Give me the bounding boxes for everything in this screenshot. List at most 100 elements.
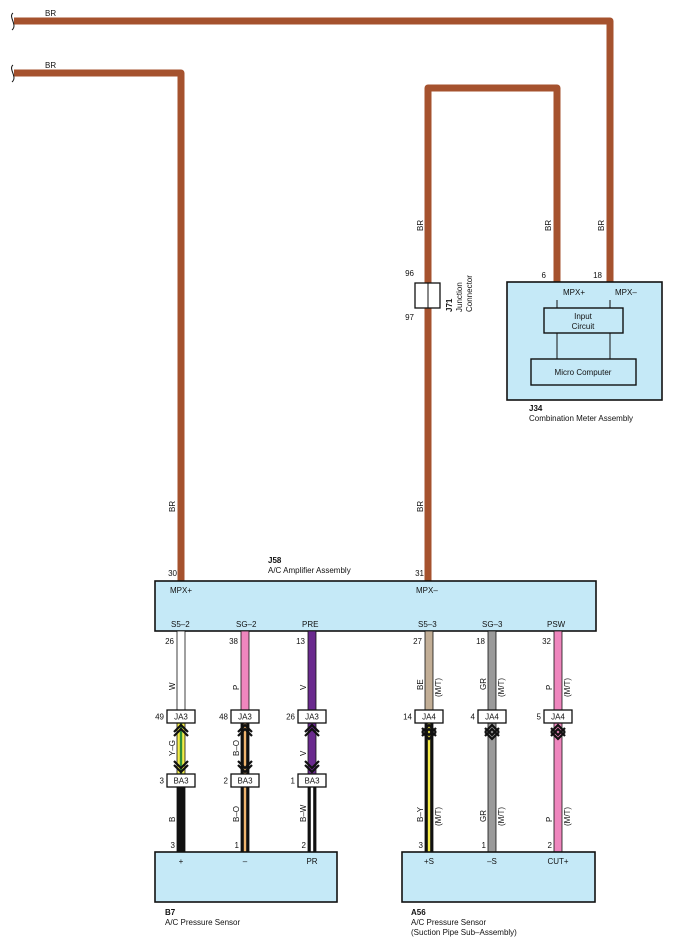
a56-name-1: A/C Pressure Sensor (411, 918, 486, 927)
j34-terminal-mpx-minus: MPX– (615, 288, 637, 297)
j34-combination-meter: 6 18 MPX+ MPX– Input Circuit Micro Compu… (506, 271, 663, 423)
j58-box (154, 580, 597, 632)
connector-ja-4: JA4 (477, 709, 507, 724)
br-wire-group (14, 17, 614, 581)
j58-terminal-2: PRE (302, 620, 318, 629)
connector-ba-0: BA3 (166, 773, 196, 788)
connector-ja-3-label: JA4 (422, 713, 436, 722)
wire-ja-ba-chevrons-0-chevron-1 (173, 727, 189, 737)
wire-color-low-4: GR (479, 810, 488, 822)
wire-label-top: BR (45, 9, 56, 18)
wire-ba-b7-1-stripe (243, 787, 247, 852)
wire-ja-ba-chevrons-1-chevron-2 (237, 764, 253, 774)
wire-j58-ja-2 (307, 630, 317, 711)
b7-terminal-0: + (179, 857, 184, 866)
connector-ja-2: JA3 (297, 709, 327, 724)
wire-j58-ja-1 (240, 630, 250, 711)
wire-ja-ba-chevrons-1 (237, 723, 253, 774)
wire-ja-a56-chevrons-5 (550, 723, 566, 741)
br-wire-loop (424, 84, 561, 581)
wire-j58-ja-5 (553, 630, 563, 711)
j71-pin-bottom: 97 (405, 313, 414, 322)
a56-pressure-sensor: A56 A/C Pressure Sensor (Suction Pipe Su… (401, 851, 596, 937)
connector-ja-0: JA3 (166, 709, 196, 724)
connector-ba-pin-1: 2 (224, 777, 229, 786)
wire-ja-ba-chevrons-2-chevron-2 (304, 764, 320, 774)
wire-note-low-3: (M/T) (434, 807, 443, 826)
wire-label-second: BR (45, 61, 56, 70)
j34-terminal-mpx-plus: MPX+ (563, 288, 585, 297)
b7-code: B7 (165, 908, 176, 917)
sensor-pin-2: 2 (302, 841, 307, 850)
j58-pin-0: 26 (165, 637, 174, 646)
j58-pin-31: 31 (415, 569, 424, 578)
wire-note-j58-5: (M/T) (563, 678, 572, 697)
wire-ja-a56-3-stripe (427, 723, 431, 852)
wire-ja-ba-chevrons-2-chevron-3 (304, 760, 320, 770)
sensor-pin-1: 1 (235, 841, 240, 850)
wire-break-mark-second (11, 64, 15, 83)
wire-ja-a56-5-core (553, 722, 563, 853)
wire-color-j58-4: GR (479, 678, 488, 690)
wire-note-low-5: (M/T) (563, 807, 572, 826)
connector-ja-1-box (230, 709, 260, 724)
wire-ja-a56-chevrons-3-chevron-2 (421, 731, 437, 741)
wire-ja-a56-chevrons-4-chevron-3 (484, 727, 500, 737)
connector-ja-0-label: JA3 (174, 713, 188, 722)
wire-color-j58-5: P (545, 685, 554, 690)
a56-terminal-2: CUT+ (547, 857, 568, 866)
j58-terminal-1: SG–2 (236, 620, 257, 629)
j58-pin-1: 38 (229, 637, 238, 646)
wire-ja-ba-chevrons-2-chevron-1 (304, 727, 320, 737)
sensor-pin-3: 3 (419, 841, 424, 850)
wire-ba-b7-2 (307, 786, 317, 853)
input-circuit-label-2: Circuit (572, 322, 595, 331)
connector-ja-pin-3: 14 (403, 713, 412, 722)
connector-ba-2: BA3 (297, 773, 327, 788)
wire-ja-a56-3 (424, 722, 434, 853)
j71-name-1: Junction (455, 282, 464, 312)
b7-pressure-sensor: B7 A/C Pressure Sensor (154, 851, 338, 927)
j58-pin-5: 32 (542, 637, 551, 646)
wire-label-j58-pin30: BR (168, 501, 177, 512)
j58-code: J58 (268, 556, 282, 565)
input-circuit-label-1: Input (574, 312, 593, 321)
j34-pin-right: 18 (593, 271, 602, 280)
a56-code: A56 (411, 908, 426, 917)
connector-ja-2-label: JA3 (305, 713, 319, 722)
connector-ba-1: BA3 (230, 773, 260, 788)
j71-junction-connector: 96 97 J71 Junction Connector (405, 269, 474, 322)
wire-ja-a56-chevrons-3-chevron-3 (421, 727, 437, 737)
wire-color-low-3: B–Y (416, 806, 425, 822)
j58-ac-amplifier: J58 A/C Amplifier Assembly 30 31 MPX+ MP… (154, 556, 597, 632)
connector-ba-2-box (297, 773, 327, 788)
connector-ja-5-label: JA4 (551, 713, 565, 722)
wire-ja-ba-1-stripe (243, 723, 247, 774)
micro-computer-label: Micro Computer (555, 368, 612, 377)
wire-j58-ja-4-core (487, 630, 497, 711)
wire-color-low-1: B–O (232, 806, 241, 822)
j58-terminal-0: S5–2 (171, 620, 190, 629)
br-wire-second (14, 69, 185, 581)
wire-label-j71-lower: BR (416, 501, 425, 512)
connector-ja-1: JA3 (230, 709, 260, 724)
wire-ba-b7-0 (176, 786, 186, 853)
j58-pin-2: 13 (296, 637, 305, 646)
j58-terminal-4: SG–3 (482, 620, 503, 629)
wire-ja-a56-5 (553, 722, 563, 853)
connector-ja-5-box (543, 709, 573, 724)
wire-ja-a56-chevrons-4 (484, 723, 500, 741)
connector-ba-2-label: BA3 (304, 777, 320, 786)
a56-box (401, 851, 596, 903)
connector-ja-pin-0: 49 (155, 713, 164, 722)
j34-name: Combination Meter Assembly (529, 414, 633, 423)
b7-box (154, 851, 338, 903)
wire-ja-ba-chevrons-0-chevron-0 (173, 723, 189, 733)
b7-terminal-labels: +–PR (179, 857, 318, 866)
j58-pin-3: 27 (413, 637, 422, 646)
b7-terminal-1: – (243, 857, 248, 866)
j58-terminal-mpx-minus: MPX– (416, 586, 438, 595)
sensor-pin-4: 1 (482, 841, 487, 850)
wire-label-j71-upper: BR (416, 220, 425, 231)
